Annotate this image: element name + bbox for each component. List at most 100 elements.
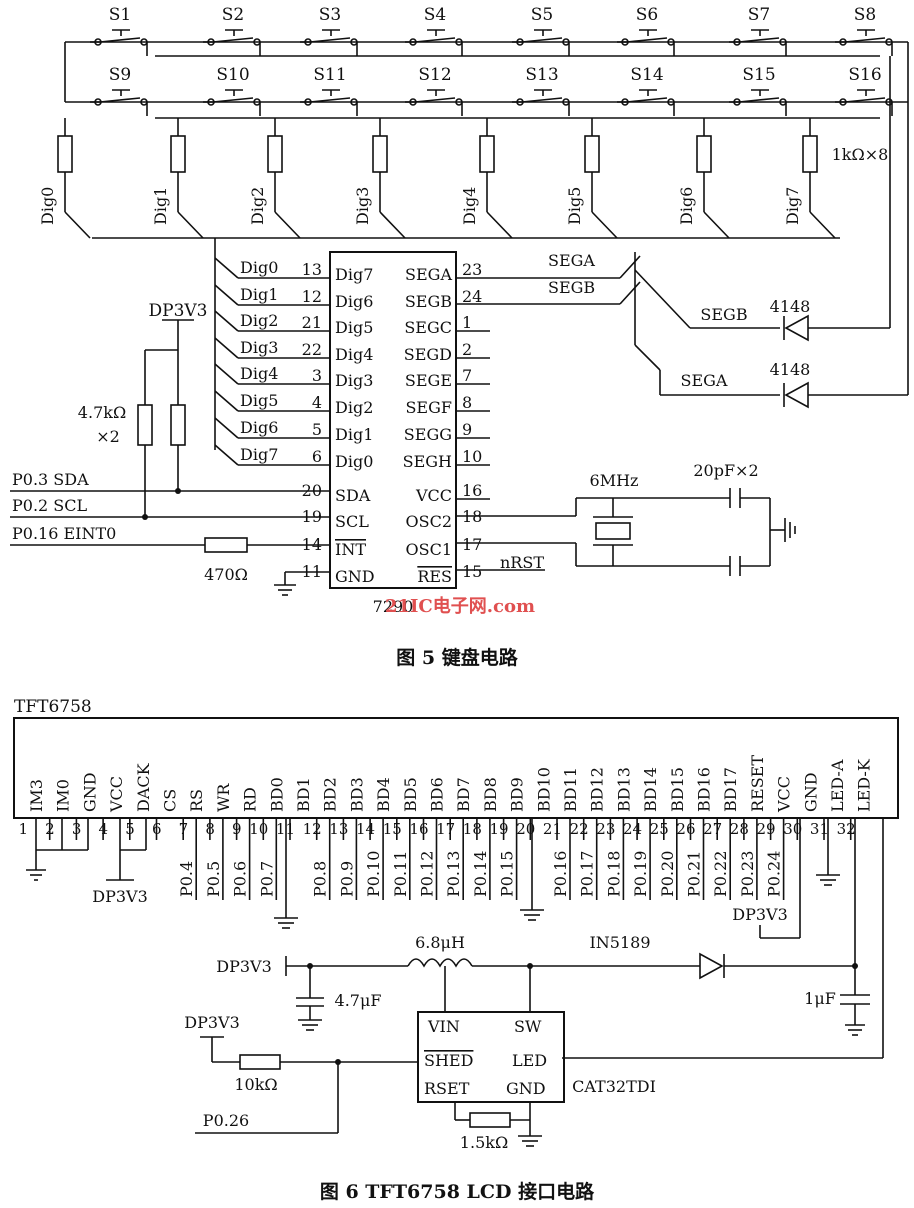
chip-left-pin-number-2: 21 [302, 313, 322, 332]
connector-pin-name-26: BD16 [695, 767, 714, 812]
chip-left-pin-number-3: 22 [302, 340, 322, 359]
connector-pin-name-13: BD3 [347, 777, 366, 812]
chip-left-pin-name-5: Dig2 [335, 398, 373, 417]
connector-pin-net-21: P0.16 [551, 851, 570, 897]
pullup-value: 4.7kΩ [78, 403, 126, 422]
connector-pin-name-5: DACK [134, 762, 153, 812]
connector-pin-net-28: P0.23 [738, 851, 757, 897]
connector-pin-name-4: VCC [107, 776, 126, 813]
chip-left-pin-name-0: Dig7 [335, 265, 373, 284]
resistor-array-value: 1kΩ×8 [832, 145, 889, 164]
chip-right-pin-name-7: SEGH [403, 452, 452, 471]
connector-pin-number-13: 13 [329, 820, 348, 838]
connector-pin-number-28: 28 [730, 820, 749, 838]
connector-name: TFT6758 [14, 697, 92, 717]
chip-right-pin-name-8: VCC [415, 486, 452, 505]
fig6-power-label-1: DP3V3 [92, 887, 148, 906]
chip-right-pin-name-1: SEGB [405, 292, 452, 311]
chip-right-pin-number-3: 2 [462, 340, 472, 359]
connector-pin-number-10: 10 [249, 820, 268, 838]
chip-right-net-11: nRST [500, 553, 544, 572]
connector-pin-name-28: RESET [748, 755, 767, 812]
connector-pin-number-22: 22 [570, 820, 589, 838]
connector-pin-name-11: BD1 [294, 777, 313, 812]
chip-right-pin-number-7: 10 [462, 447, 482, 466]
int-resistor-value: 470Ω [204, 565, 248, 584]
chip-left-pin-name-1: Dig6 [335, 292, 373, 311]
chip-right-pin-name-10: OSC1 [406, 540, 453, 559]
connector-pin-name-15: BD5 [401, 777, 420, 812]
chip-left-pin-number-9: 19 [302, 507, 322, 526]
chip-left-pin-name-7: Dig0 [335, 452, 373, 471]
chip-left-net-6: Dig6 [240, 418, 278, 437]
connector-pin-number-7: 7 [179, 820, 189, 838]
connector-pin-number-16: 16 [409, 820, 428, 838]
dig-column-label-1: Dig1 [151, 187, 170, 225]
dig-column-label-7: Dig7 [783, 187, 802, 225]
driver-pin-gnd: GND [506, 1079, 546, 1098]
switch-10-label: S10 [216, 65, 249, 85]
driver-pin-led: LED [512, 1051, 547, 1070]
chip-right-pin-name-9: OSC2 [406, 512, 453, 531]
connector-pin-name-6: CS [161, 789, 180, 812]
switch-16-label: S16 [848, 65, 881, 85]
connector-pin-name-32: LED-K [855, 758, 874, 812]
switch-8-label: S8 [854, 5, 876, 25]
chip-left-pin-name-2: Dig5 [335, 318, 373, 337]
segb-net-label: SEGB [700, 305, 747, 324]
connector-pin-number-25: 25 [650, 820, 669, 838]
schematic-labels: S1S9Dig0S2S10Dig1S3S11Dig2S4S12Dig3S5S13… [12, 5, 882, 897]
chip-right-net-0: SEGA [548, 251, 595, 270]
connector-pin-net-29: P0.24 [765, 851, 784, 897]
chip-right-pin-number-0: 23 [462, 260, 482, 279]
connector-pin-name-31: LED-A [828, 759, 847, 812]
connector-pin-number-5: 5 [125, 820, 135, 838]
chip-right-pin-number-8: 16 [462, 481, 482, 500]
connector-pin-number-9: 9 [232, 820, 242, 838]
connector-pin-name-3: GND [80, 772, 99, 812]
connector-pin-name-25: BD15 [668, 767, 687, 812]
connector-pin-name-2: IM0 [54, 779, 73, 812]
fig6-power-label-3: DP3V3 [216, 957, 272, 976]
output-cap-value: 1μF [804, 989, 836, 1008]
fig6-power-label-4: DP3V3 [184, 1013, 240, 1032]
connector-pin-net-26: P0.21 [685, 851, 704, 897]
switch-7-label: S7 [748, 5, 770, 25]
connector-pin-number-18: 18 [463, 820, 482, 838]
connector-pin-number-31: 31 [810, 820, 829, 838]
chip-right-pin-number-5: 8 [462, 393, 472, 412]
chip-right-pin-number-2: 1 [462, 313, 472, 332]
sega-net-label: SEGA [681, 371, 728, 390]
connector-pin-name-1: IM3 [27, 779, 46, 812]
connector-pin-number-4: 4 [99, 820, 109, 838]
connector-pin-number-26: 26 [676, 820, 695, 838]
chip-left-pin-name-10: INT [335, 540, 366, 559]
connector-pin-number-1: 1 [18, 820, 28, 838]
connector-pin-number-17: 17 [436, 820, 455, 838]
connector-pin-number-11: 11 [276, 820, 295, 838]
chip-left-net-5: Dig5 [240, 391, 278, 410]
driver-pin-sw: SW [514, 1017, 542, 1036]
connector-pin-net-15: P0.11 [391, 851, 410, 897]
connector-pin-net-14: P0.10 [364, 851, 383, 897]
connector-pin-name-16: BD6 [428, 777, 447, 812]
chip-right-pin-number-6: 9 [462, 420, 472, 439]
watermark-logo: 21IC电子网.com [385, 595, 535, 617]
connector-pin-number-8: 8 [205, 820, 215, 838]
chip-right-pin-name-6: SEGG [404, 425, 452, 444]
chip-right-pin-name-3: SEGD [404, 345, 452, 364]
connector-pin-net-22: P0.17 [578, 851, 597, 897]
connector-pin-name-21: BD11 [561, 767, 580, 812]
connector-pin-net-25: P0.20 [658, 851, 677, 897]
chip-left-pin-number-5: 4 [312, 393, 322, 412]
chip-right-pin-name-11: RES [417, 567, 452, 586]
chip-left-pin-number-1: 12 [302, 287, 322, 306]
connector-pin-net-18: P0.14 [471, 851, 490, 897]
chip-left-pin-number-7: 6 [312, 447, 322, 466]
connector-pin-name-9: RD [241, 787, 260, 812]
connector-pin-number-32: 32 [837, 820, 856, 838]
chip-right-pin-name-2: SEGC [404, 318, 452, 337]
dig-column-label-6: Dig6 [677, 187, 696, 225]
connector-pin-net-10: P0.7 [257, 861, 276, 897]
